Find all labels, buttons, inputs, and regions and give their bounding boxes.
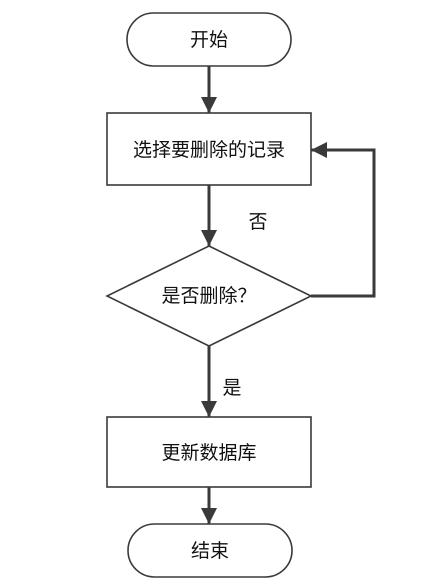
decision-label: 是否删除？ xyxy=(161,285,256,307)
end-node: 结束 xyxy=(127,523,293,578)
decision-node: 是否删除？ xyxy=(105,245,313,347)
arrow-decision-no-loop xyxy=(311,142,376,298)
yes-branch-label: 是 xyxy=(222,377,241,399)
end-terminal-shape xyxy=(127,523,293,578)
select-label: 选择要删除的记录 xyxy=(133,139,285,161)
select-process-shape xyxy=(106,112,312,186)
select-node: 选择要删除的记录 xyxy=(106,112,312,186)
start-label: 开始 xyxy=(190,29,228,51)
update-label: 更新数据库 xyxy=(161,442,256,464)
end-label: 结束 xyxy=(191,540,229,562)
update-process-shape xyxy=(106,416,312,488)
no-branch-label: 否 xyxy=(248,211,267,233)
update-node: 更新数据库 xyxy=(106,416,312,488)
start-node: 开始 xyxy=(126,12,292,67)
